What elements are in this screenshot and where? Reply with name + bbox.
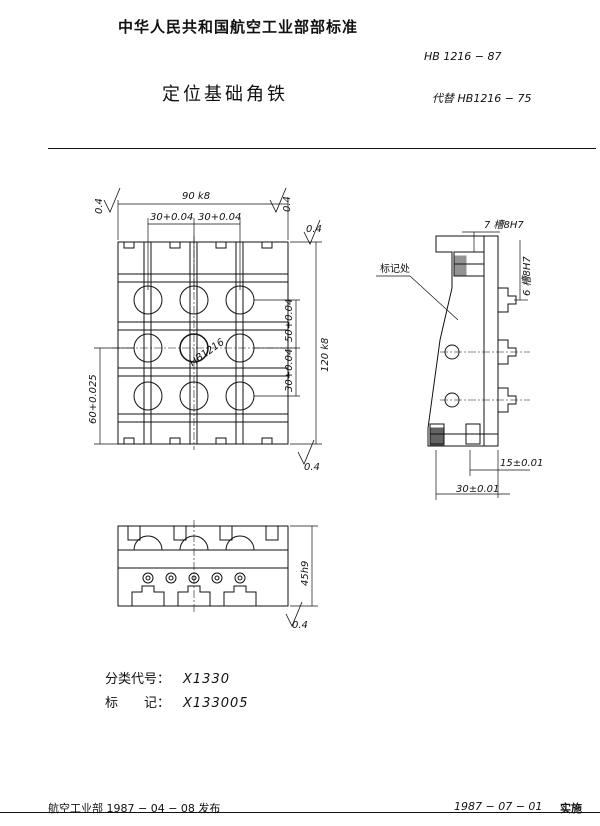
roughness-top-left: 0.4 [94,198,105,214]
effective-date: 1987 − 07 − 01 [454,800,543,813]
classification-code-label: 分类代号： [105,672,171,687]
issuing-organization: 中华人民共和国航空工业部部标准 [118,18,359,36]
dim-pitch-vertical-lower: 30+0.04 [284,349,295,392]
side-view [376,231,530,447]
slot-7-label: 7 槽8H7 [484,219,524,231]
side-view-dimensions [435,450,530,500]
slot-6-label: 6 槽8H7 [521,256,533,296]
front-view-dimensions [94,200,322,445]
base-view [117,520,289,612]
classification-code-value: X1330 [183,672,230,687]
roughness-base-view: 0.4 [292,620,308,631]
classification-code: 分类代号： X1330 [105,668,230,687]
header-rule [48,148,596,149]
dim-30: 30±0.01 [456,484,499,495]
roughness-top-right: 0.4 [282,196,293,212]
classification-mark-value: X133005 [183,696,249,711]
base-view-dimensions [290,525,318,607]
dim-pitch-left: 30+0.04 [150,212,193,223]
mark-label: 标记处 [380,263,410,275]
roughness-marks [103,187,321,627]
dim-pitch-vertical: 50+0.04 [284,299,295,342]
classification-mark: 标 记： X133005 [105,692,249,711]
classification-mark-label: 标 记： [105,696,171,711]
dim-15: 15±0.01 [500,458,543,469]
dim-height: 120 k8 [320,338,331,372]
replaces-standard: 代替 HB1216 − 75 [432,92,532,105]
document-title: 定位基础角铁 [162,84,288,105]
dim-base-height: 45h9 [300,561,311,586]
dim-overall-width: 90 k8 [182,191,210,202]
dim-left-height: 60+0.025 [88,374,99,424]
standard-number: HB 1216 − 87 [424,50,502,63]
dim-pitch-right: 30+0.04 [198,212,241,223]
footer-rule [0,812,600,813]
roughness-right-face: 0.4 [306,224,322,235]
effective-label: 实施 [560,802,582,815]
roughness-bottom: 0.4 [304,462,320,473]
issue-info: 航空工业部 1987 − 04 − 08 发布 [48,802,221,815]
front-view [112,236,296,450]
